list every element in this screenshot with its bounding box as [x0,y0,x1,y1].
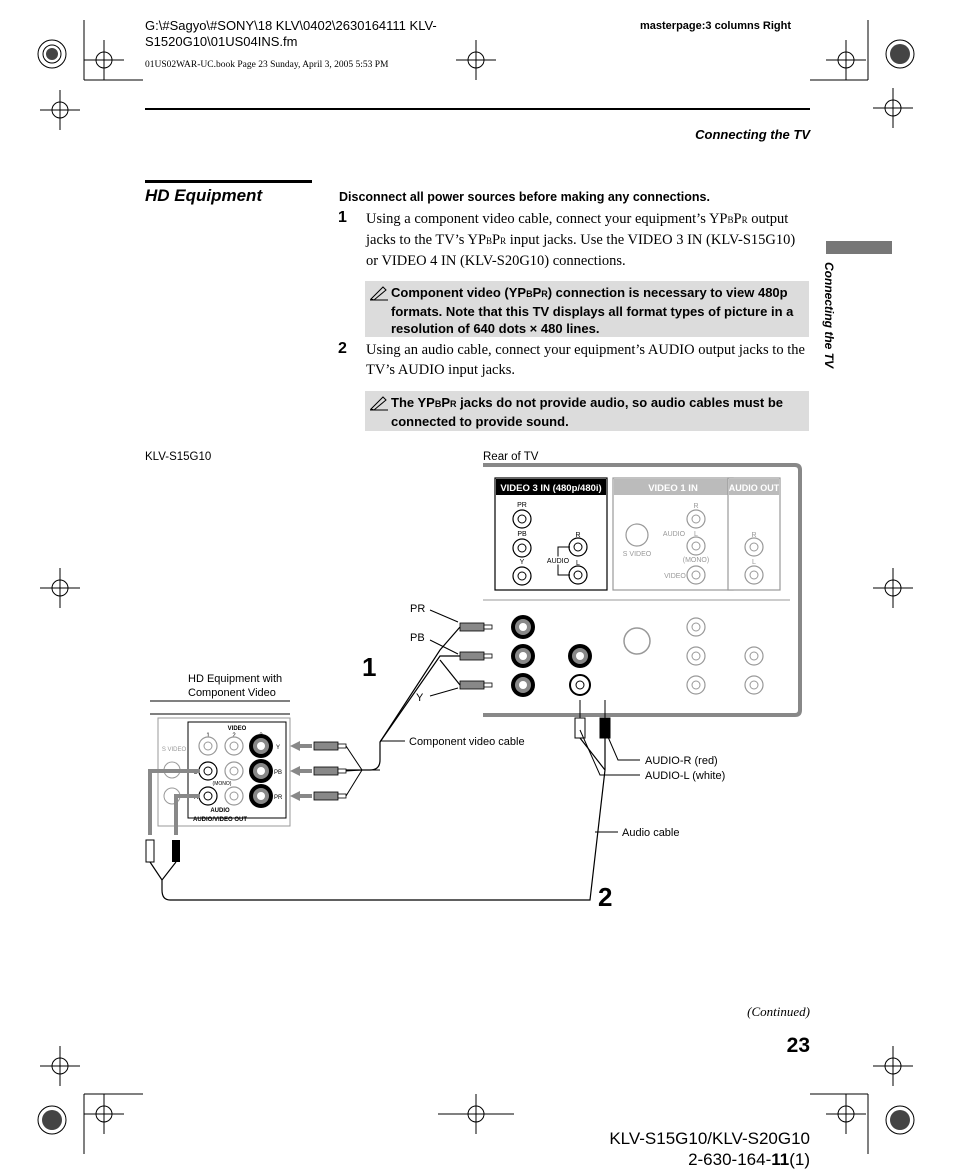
note-text-part: jacks do not provide audio, so audio cab… [391,395,784,429]
file-path-line2: S1520G10\01US04INS.fm [145,34,298,49]
device-label: (MONO) [213,781,232,787]
jack-label: S VIDEO [623,551,652,558]
hd-equipment-label: HD Equipment with [188,673,282,685]
callout-y: Y [416,692,424,704]
jack-label: (MONO) [683,557,709,564]
note-text-part: Component video (YP [391,285,527,300]
component-cable-label: Component video cable [409,736,525,748]
device-label: PR [274,795,283,801]
step-text-part: input jacks. Use the VIDEO 3 IN (KLV-S15… [366,232,796,269]
warning-text: Disconnect all power sources before maki… [339,190,710,204]
rear-label: Rear of TV [483,451,539,463]
running-head: Connecting the TV [695,127,810,142]
part-code-suffix: (1) [789,1150,810,1169]
jack-label: VIDEO [664,573,686,580]
continued-label: (Continued) [747,1004,810,1019]
book-info: 01US02WAR-UC.book Page 23 Sunday, April … [145,60,389,70]
callout-step2: 2 [598,882,612,912]
masterpage-label: masterpage:3 columns Right [640,20,791,32]
step-number: 2 [338,340,347,357]
section-title: HD Equipment [145,186,263,205]
note-text-part: ) connection is necessary to view 480p f… [391,285,794,336]
device-label: Y [276,745,280,751]
device-label: S VIDEO [162,747,187,753]
step-text-part: output jacks to the TV’s YP [366,211,789,248]
part-code-prefix: 2-630-164- [688,1150,772,1169]
jack-label: R [751,532,756,539]
device-label: PB [274,770,282,776]
note-text-part: The YP [391,395,435,410]
callout-pb: PB [410,632,425,644]
jack-label: L [576,560,580,567]
jack-label: L [752,559,756,566]
audio-r-label: AUDIO-R (red) [645,755,718,767]
note-text-sub: R [450,399,457,409]
part-code-bold: 11 [771,1150,790,1169]
step-text-part: P [492,232,501,248]
device-label: VIDEO [228,726,247,732]
jack-label: AUDIO [547,558,570,565]
side-tab [826,241,892,254]
audio-cable-label: Audio cable [622,827,680,839]
section-rule [145,180,312,183]
note-text-sub: B [526,289,533,299]
panel-audio-out-label: AUDIO OUT [729,483,780,493]
panel-video1-label: VIDEO 1 IN [648,483,698,494]
jack-label: Y [520,559,525,566]
step-text-sub: B [486,236,493,246]
callout-step1: 1 [362,652,376,682]
audio-l-label: AUDIO-L (white) [645,770,725,782]
device-label: AUDIO/VIDEO OUT [193,817,247,823]
file-path: G:\#Sagyo\#SONY\18 KLV\0402\2630164111 K… [145,18,485,50]
step-number: 1 [338,209,347,226]
file-path-line1: G:\#Sagyo\#SONY\18 KLV\0402\2630164111 K… [145,18,437,33]
step-text: Using a component video cable, connect y… [366,209,810,271]
panel-video3-label: VIDEO 3 IN (480p/480i) [500,483,601,494]
hd-equipment-label: Component Video [188,687,276,699]
part-code: 2-630-164-11(1) [560,1150,810,1170]
note-text-part: P [441,395,451,410]
model-line: KLV-S15G10/KLV-S20G10 [609,1129,810,1148]
jack-label: PR [517,502,527,509]
side-tab-label: Connecting the TV [822,262,836,368]
step-text: Using an audio cable, connect your equip… [366,342,805,378]
note-box: Component video (YPBPR) connection is ne… [365,281,809,337]
jack-label: L [694,531,698,538]
step-text-part: P [733,211,742,227]
connection-diagram: VIDEO 3 IN (480p/480i) PR PB Y R L AUDIO… [145,463,802,912]
pencil-note-icon [370,286,388,301]
device-label: 1 [206,733,210,739]
note-text-sub: B [434,399,442,409]
step-text-sub: R [741,215,748,225]
jack-label: AUDIO [663,531,686,538]
header-rule [145,108,810,110]
note-text-part: P [532,285,542,300]
page-number: 23 [786,1034,810,1057]
jack-label: PB [517,531,527,538]
callout-pr: PR [410,603,425,615]
pencil-note-icon [370,396,388,411]
note-text-sub: R [541,289,548,299]
jack-label: R [693,503,698,510]
model-label: KLV-S15G10 [145,451,212,463]
step-text-part: Using a component video cable, connect y… [366,211,728,227]
step-text-sub: B [727,215,734,225]
device-label: 2 [232,733,236,739]
step-text-sub: R [500,236,507,246]
device-label: AUDIO [210,808,230,814]
note-box: The YPBPR jacks do not provide audio, so… [365,391,809,431]
jack-label: R [575,532,580,539]
